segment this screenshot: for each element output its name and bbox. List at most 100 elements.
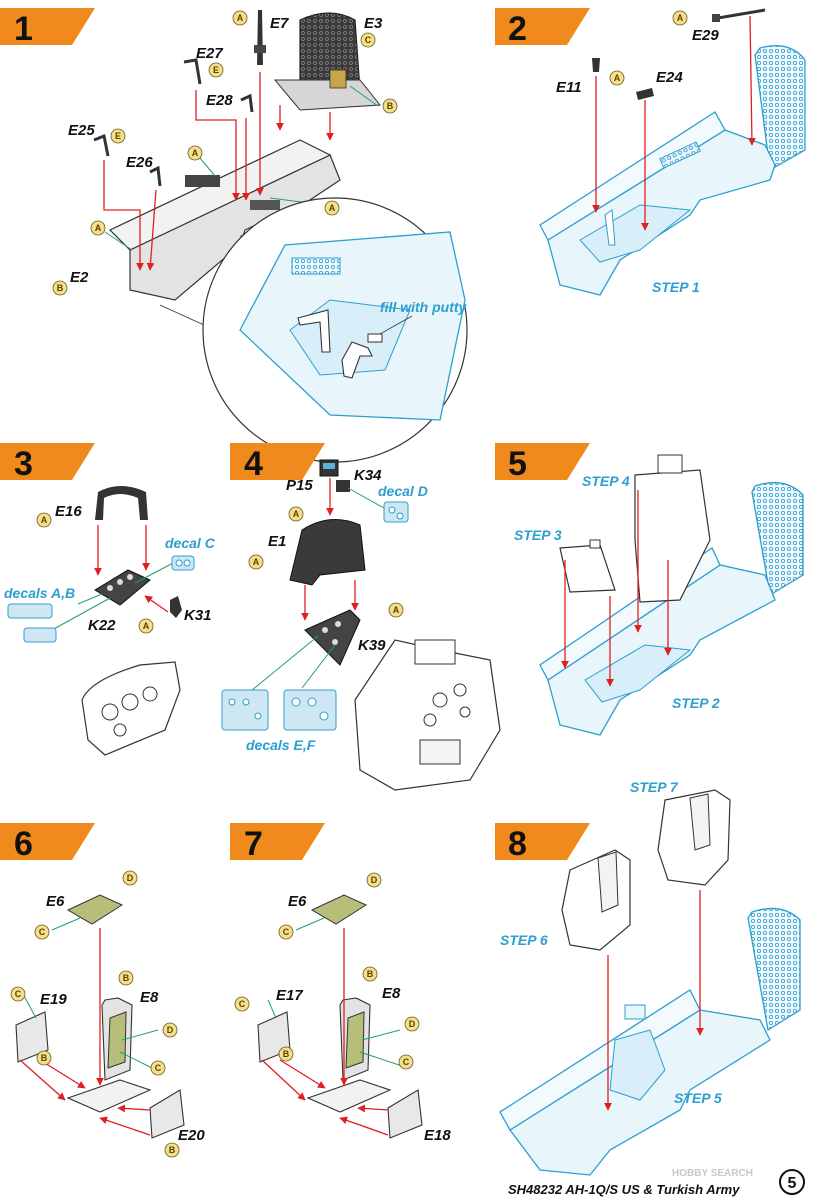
- label-e7: E7: [270, 15, 289, 32]
- panel-result: [81, 661, 181, 756]
- step-number: 7: [244, 825, 263, 863]
- label-e1: E1: [268, 533, 286, 550]
- svg-text:B: B: [367, 969, 374, 979]
- svg-text:A: A: [253, 557, 260, 567]
- side-panel-e18: [387, 1089, 423, 1139]
- svg-text:A: A: [614, 73, 621, 83]
- console-result: [354, 639, 501, 791]
- part-e16: [95, 486, 148, 520]
- part-e7: [254, 10, 266, 65]
- step-1: 1: [0, 8, 468, 463]
- label-e3: E3: [364, 15, 383, 32]
- label-e28: E28: [206, 92, 233, 109]
- svg-text:C: C: [403, 1057, 410, 1067]
- label-e6: E6: [46, 893, 65, 910]
- label-k34: K34: [354, 467, 382, 484]
- step-number: 5: [508, 445, 527, 483]
- seat-base: [66, 1079, 152, 1113]
- cockpit-tub-front: [108, 139, 341, 301]
- label-e27: E27: [196, 45, 223, 62]
- instrument-panel-k22: [94, 569, 151, 606]
- step-number: 1: [14, 10, 33, 48]
- decal-sheet-ab: [7, 603, 57, 643]
- seat-back-e8: [339, 997, 371, 1081]
- svg-text:B: B: [169, 1145, 176, 1155]
- svg-text:C: C: [155, 1063, 162, 1073]
- label-e8: E8: [140, 989, 159, 1006]
- watermark: HOBBY SEARCH: [672, 1168, 753, 1179]
- ref-step-6: STEP 6: [500, 932, 548, 948]
- label-e29: E29: [692, 27, 719, 44]
- step-4: 4 P15: [221, 443, 501, 791]
- svg-text:D: D: [409, 1019, 416, 1029]
- label-e2: E2: [70, 269, 89, 286]
- part-e27: [183, 58, 202, 85]
- cockpit-tub-assembled: [539, 45, 806, 296]
- label-k22: K22: [88, 617, 116, 634]
- label-e25: E25: [68, 122, 95, 139]
- step-8: 8 STEP 7 STEP 6 STEP 5: [495, 779, 801, 1176]
- product-code: SH48232 AH-1Q/S US & Turkish Army: [508, 1182, 740, 1197]
- svg-text:E: E: [213, 65, 219, 75]
- console-step4: [634, 454, 711, 603]
- cockpit-tub-step5-result: [499, 907, 801, 1176]
- step-number: 4: [244, 445, 263, 483]
- label-e16: E16: [55, 503, 82, 520]
- ref-step-5: STEP 5: [674, 1090, 722, 1106]
- svg-text:A: A: [41, 515, 48, 525]
- cushion-e6: [310, 894, 368, 925]
- svg-text:A: A: [192, 148, 199, 158]
- label-e8: E8: [382, 985, 401, 1002]
- step-7: 7 E6 E17 E8 E18 D C B C D B: [230, 823, 451, 1144]
- label-e26: E26: [126, 154, 153, 171]
- svg-text:A: A: [143, 621, 150, 631]
- label-decal-c: decal C: [165, 535, 216, 551]
- page-number-badge: [779, 1169, 805, 1195]
- note-fill-with-putty: fill with putty: [380, 299, 468, 315]
- ref-step-4: STEP 4: [582, 473, 630, 489]
- page-number: 5: [788, 1175, 797, 1192]
- part-e28: [240, 93, 254, 113]
- part-e29: [712, 8, 766, 22]
- svg-text:D: D: [127, 873, 134, 883]
- side-panel-e20: [149, 1089, 185, 1139]
- part-e24: [636, 88, 654, 100]
- svg-text:A: A: [293, 509, 300, 519]
- label-e6: E6: [288, 893, 307, 910]
- step-number: 3: [14, 445, 33, 483]
- seat-step7: [657, 789, 731, 886]
- label-k31: K31: [184, 607, 212, 624]
- svg-text:B: B: [387, 101, 394, 111]
- cushion-e6: [66, 894, 124, 925]
- part-e26: [149, 165, 162, 187]
- label-decals-ab: decals A,B: [4, 585, 75, 601]
- ref-step-3: STEP 3: [514, 527, 562, 543]
- step-number: 2: [508, 10, 527, 48]
- label-k39: K39: [358, 637, 386, 654]
- part-e25: [93, 133, 110, 157]
- color-callouts: A C E B E A A A B: [52, 10, 398, 296]
- svg-text:A: A: [237, 13, 244, 23]
- ref-step-7: STEP 7: [630, 779, 679, 795]
- step-6: 6 E6 E19 E8 E20 D C B C D C: [0, 823, 205, 1158]
- step-5: 5 STEP 4 STEP 3 STEP 2: [495, 443, 804, 736]
- seat-step6: [561, 849, 631, 951]
- svg-text:A: A: [393, 605, 400, 615]
- svg-text:C: C: [283, 927, 290, 937]
- step-2: 2 E29 E11 E24 A A STEP 1: [495, 8, 806, 296]
- svg-text:B: B: [283, 1049, 290, 1059]
- assembly-arrows: [103, 72, 334, 271]
- ref-step-1: STEP 1: [652, 279, 700, 295]
- seat-base: [306, 1079, 392, 1113]
- instrument-panel-k39: [304, 609, 361, 666]
- svg-text:C: C: [365, 35, 372, 45]
- svg-text:C: C: [239, 999, 246, 1009]
- part-k31: [170, 596, 182, 618]
- label-decal-d: decal D: [378, 483, 428, 499]
- svg-text:A: A: [95, 223, 102, 233]
- svg-text:E: E: [115, 131, 121, 141]
- part-p15: [319, 459, 339, 477]
- panel-step3: [559, 539, 616, 593]
- label-e20: E20: [178, 1127, 205, 1144]
- label-e24: E24: [656, 69, 683, 86]
